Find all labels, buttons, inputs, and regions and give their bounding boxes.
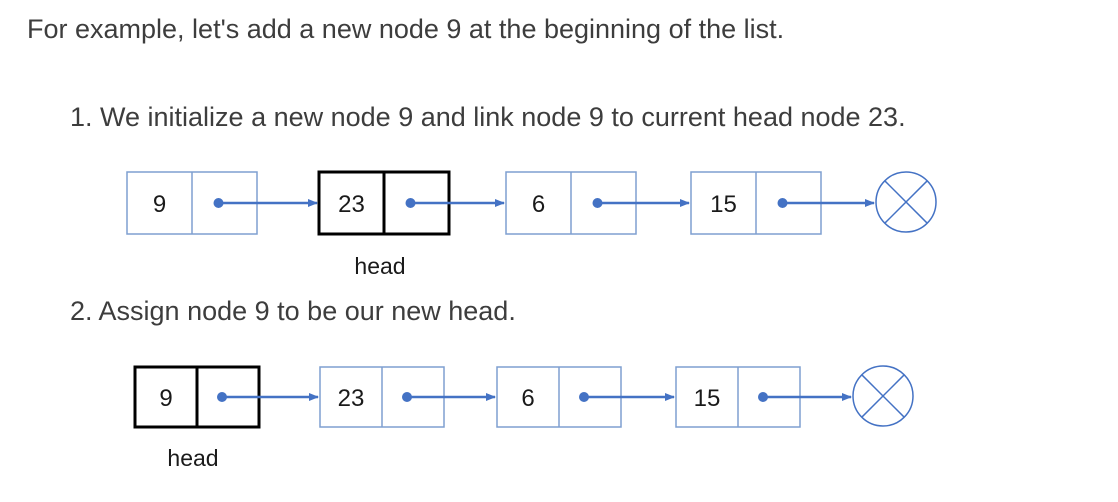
- list-node-6: 6: [496, 366, 675, 428]
- null-terminator-icon: [875, 171, 937, 233]
- node-value: 23: [338, 191, 365, 218]
- intro-paragraph: For example, let's add a new node 9 at t…: [27, 14, 785, 44]
- list-node-23: 23: [319, 366, 496, 428]
- list-node-23: 23: [317, 170, 505, 236]
- node-value: 15: [694, 385, 721, 412]
- list-node-15: 15: [675, 366, 852, 428]
- head-label: head: [354, 253, 405, 279]
- node-value: 23: [338, 385, 365, 412]
- null-terminator-icon: [852, 365, 914, 427]
- list-node-9: 9: [133, 365, 319, 429]
- list-node-6: 6: [505, 171, 690, 235]
- head-label: head: [167, 445, 218, 471]
- node-value: 15: [710, 191, 737, 218]
- list-node-15: 15: [690, 171, 875, 235]
- node-value: 6: [532, 191, 545, 218]
- node-value: 6: [521, 385, 534, 412]
- list-node-9: 9: [126, 171, 318, 235]
- step-1-text: 1. We initialize a new node 9 and link n…: [70, 102, 906, 132]
- node-value: 9: [153, 191, 166, 218]
- diagram-step-2: 9 23 6 15 head: [133, 365, 914, 471]
- diagram-step-1: 9 23 6 15 head: [126, 170, 937, 279]
- step-2-text: 2. Assign node 9 to be our new head.: [70, 296, 516, 326]
- node-value: 9: [159, 385, 172, 412]
